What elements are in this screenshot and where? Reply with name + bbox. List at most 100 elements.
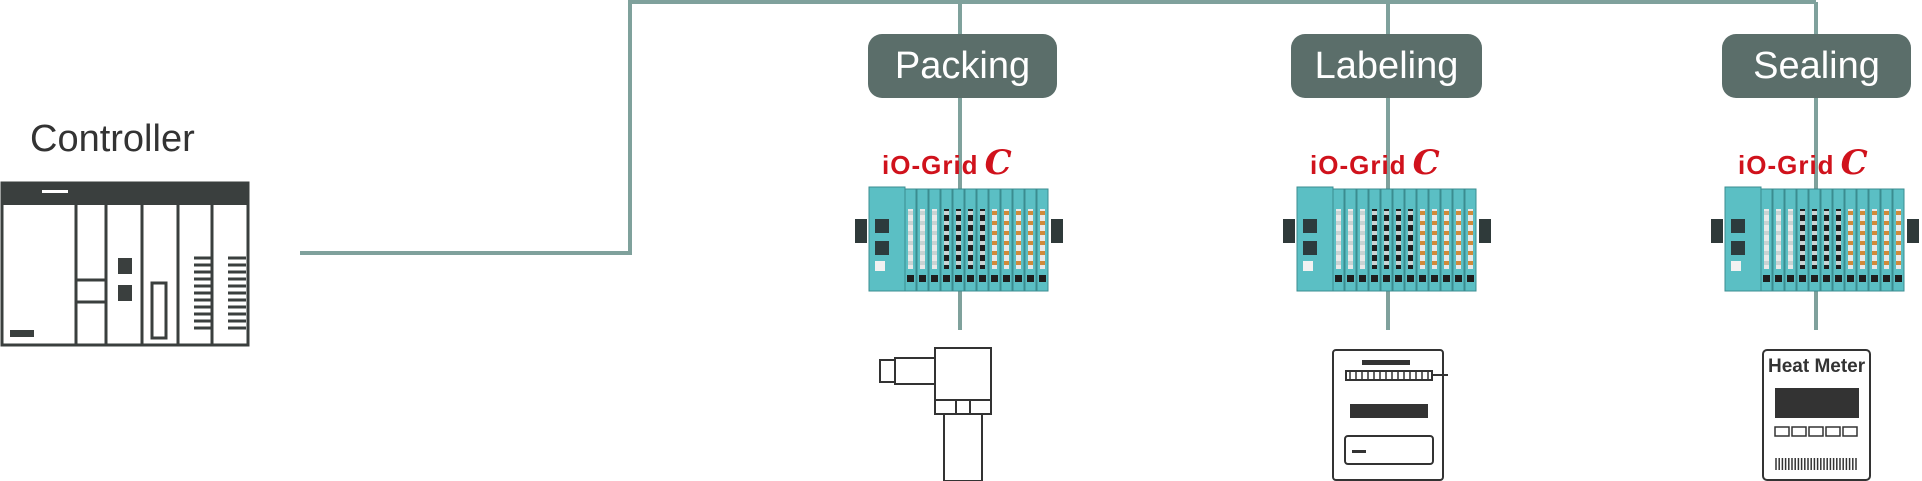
terminal — [1764, 221, 1769, 225]
terminal — [980, 251, 985, 255]
terminal — [1444, 251, 1449, 255]
terminal — [920, 231, 925, 235]
terminal-strip — [1420, 209, 1425, 269]
terminal — [1336, 231, 1341, 235]
port — [1303, 261, 1313, 271]
terminal-strip — [1800, 209, 1805, 269]
io-grid-module-labeling — [1283, 186, 1491, 292]
terminal — [1372, 211, 1377, 215]
terminal — [1432, 211, 1437, 215]
terminal — [908, 211, 913, 215]
terminal — [1836, 251, 1841, 255]
terminal — [1788, 261, 1793, 265]
terminal — [1836, 211, 1841, 215]
terminal — [1408, 251, 1413, 255]
terminal — [1872, 251, 1877, 255]
terminal — [1028, 261, 1033, 265]
terminal — [1384, 251, 1389, 255]
connector — [1823, 275, 1830, 282]
terminal — [1896, 221, 1901, 225]
terminal — [1812, 241, 1817, 245]
io-grid-module-packing — [855, 186, 1063, 292]
io-grid-module-sealing — [1711, 186, 1919, 292]
terminal — [956, 241, 961, 245]
bus-lines — [300, 0, 1818, 330]
terminal — [1764, 261, 1769, 265]
terminal — [1824, 241, 1829, 245]
connector — [1775, 275, 1782, 282]
terminal-strip — [1456, 209, 1461, 269]
connector — [1395, 275, 1402, 282]
terminal — [1884, 221, 1889, 225]
terminal — [1432, 261, 1437, 265]
terminal — [1348, 251, 1353, 255]
terminal — [1800, 241, 1805, 245]
terminal — [1360, 261, 1365, 265]
terminal — [1336, 261, 1341, 265]
terminal — [932, 231, 937, 235]
heat-meter-icon — [1762, 349, 1871, 481]
connector — [1883, 275, 1890, 282]
terminal — [1848, 251, 1853, 255]
terminal — [1420, 211, 1425, 215]
terminal — [980, 261, 985, 265]
terminal-strip — [1396, 209, 1401, 269]
terminal — [1456, 241, 1461, 245]
terminal-strip — [1384, 209, 1389, 269]
terminal — [1004, 231, 1009, 235]
terminal — [1432, 241, 1437, 245]
terminal — [1896, 211, 1901, 215]
terminal — [968, 231, 973, 235]
terminal — [908, 231, 913, 235]
terminal-strip — [1360, 209, 1365, 269]
terminal — [1860, 221, 1865, 225]
station-label-packing: Packing — [868, 34, 1057, 98]
terminal — [1468, 211, 1473, 215]
terminal — [1776, 251, 1781, 255]
terminal — [1872, 231, 1877, 235]
terminal — [1860, 261, 1865, 265]
terminal — [1444, 231, 1449, 235]
terminal — [1764, 251, 1769, 255]
terminal — [968, 261, 973, 265]
terminal — [1468, 261, 1473, 265]
terminal — [1456, 211, 1461, 215]
port — [1731, 241, 1745, 255]
terminal — [932, 251, 937, 255]
connector — [943, 275, 950, 282]
terminal — [920, 251, 925, 255]
connector — [1455, 275, 1462, 282]
terminal — [956, 211, 961, 215]
controller-icon — [0, 181, 250, 347]
terminal — [1016, 231, 1021, 235]
terminal — [1788, 221, 1793, 225]
terminal — [1432, 221, 1437, 225]
terminal — [1896, 231, 1901, 235]
terminal-strip — [1372, 209, 1377, 269]
brand-mark: C — [1412, 143, 1441, 183]
terminal — [968, 241, 973, 245]
station-label-labeling: Labeling — [1291, 34, 1482, 98]
terminal — [1016, 241, 1021, 245]
terminal — [1420, 251, 1425, 255]
terminal — [992, 211, 997, 215]
terminal — [1360, 231, 1365, 235]
terminal — [1444, 261, 1449, 265]
terminal — [1004, 241, 1009, 245]
terminal — [1004, 211, 1009, 215]
terminal — [992, 231, 997, 235]
terminal — [1884, 231, 1889, 235]
terminal-strip — [992, 209, 997, 269]
terminal — [1836, 231, 1841, 235]
module-head — [1724, 186, 1762, 292]
connector — [1371, 275, 1378, 282]
terminal — [1360, 251, 1365, 255]
terminal — [1456, 221, 1461, 225]
terminal — [1872, 241, 1877, 245]
din-clip — [1907, 219, 1919, 243]
terminal — [1776, 211, 1781, 215]
terminal-strip — [1016, 209, 1021, 269]
terminal — [1444, 221, 1449, 225]
terminal — [1812, 221, 1817, 225]
